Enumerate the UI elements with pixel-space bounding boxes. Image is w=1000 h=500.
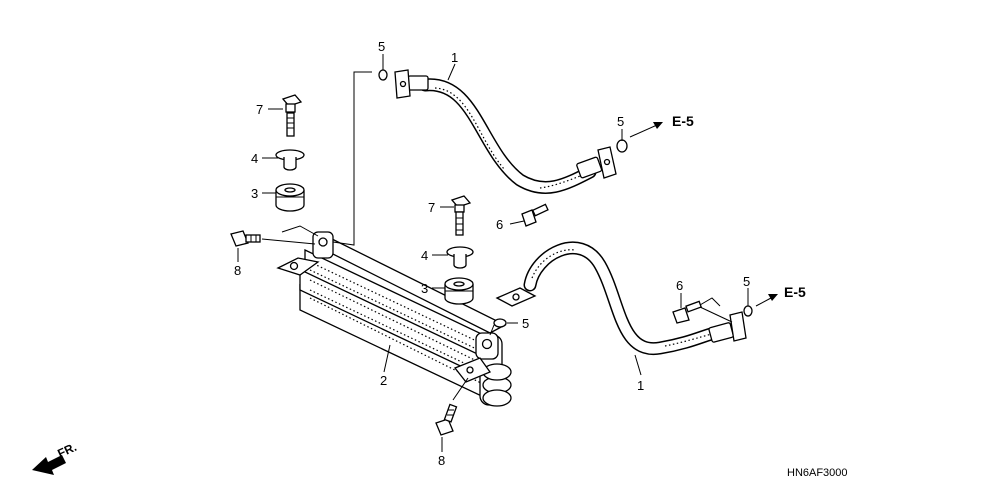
bolt-8-bottom-shape (435, 403, 458, 436)
hose-lower (495, 241, 747, 355)
label-part-5-top-right: 5 (617, 114, 624, 129)
reference-e5-top: E-5 (672, 113, 694, 129)
label-part-4-center: 4 (421, 248, 428, 263)
label-part-5-right: 5 (743, 274, 750, 289)
label-part-7-center: 7 (428, 200, 435, 215)
label-part-3-left: 3 (251, 186, 258, 201)
label-part-1-top: 1 (451, 50, 458, 65)
hose-upper (394, 69, 617, 194)
o-ring-top-right-shape (616, 139, 628, 153)
label-part-8-left: 8 (234, 263, 241, 278)
label-part-6-top: 6 (496, 217, 503, 232)
ref-arrow-bottom (755, 294, 778, 307)
front-direction-arrow-icon (32, 455, 66, 475)
label-part-2: 2 (380, 373, 387, 388)
bolt-6-top-shape (521, 203, 549, 227)
oil-cooler-core (276, 231, 512, 407)
bolt-6-right-shape (672, 300, 703, 324)
label-part-4-left: 4 (251, 151, 258, 166)
collar-4-left-shape (275, 149, 305, 171)
bolt-7-left-shape (281, 94, 303, 137)
label-part-8-bottom: 8 (438, 453, 445, 468)
o-ring-center-shape (493, 318, 507, 328)
grommet-3-center-shape (444, 277, 474, 305)
label-part-5-top-left: 5 (378, 39, 385, 54)
reference-e5-bottom: E-5 (784, 284, 806, 300)
collar-4-center-shape (446, 246, 474, 269)
label-part-1-bottom: 1 (637, 378, 644, 393)
front-indicator-label: FR. (55, 440, 78, 461)
diagram-code: HN6AF3000 (787, 467, 848, 479)
label-part-5-center: 5 (522, 316, 529, 331)
label-part-3-center: 3 (421, 281, 428, 296)
bolt-7-center-shape (450, 195, 472, 236)
o-ring-top-left-shape (378, 69, 388, 81)
grommet-3-left-shape (275, 183, 305, 212)
o-ring-right-shape (743, 305, 753, 317)
ref-arrow-top (629, 122, 663, 138)
label-part-6-right: 6 (676, 278, 683, 293)
label-part-7-left: 7 (256, 102, 263, 117)
bolt-8-left-shape (230, 230, 261, 247)
leader-lines (237, 54, 749, 452)
